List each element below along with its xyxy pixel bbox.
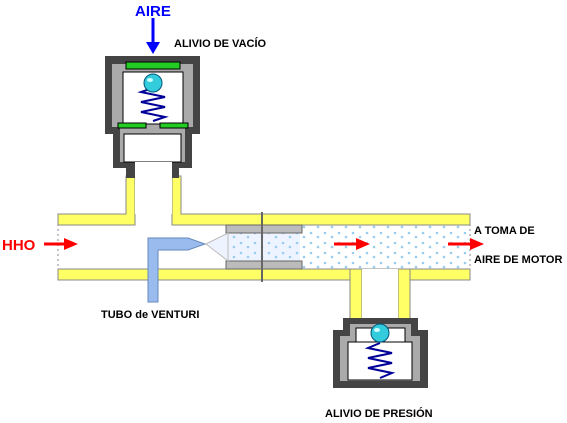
- vacuum-relief-label: ALIVIO DE VACÍO: [174, 37, 267, 50]
- venturi-tube: [147, 237, 207, 303]
- air-inlet-arrow-icon: [146, 18, 160, 54]
- outlet-label-line2: AIRE DE MOTOR: [474, 254, 562, 266]
- outlet-label-line1: A TOMA DE: [474, 225, 535, 237]
- pressure-relief-label: ALIVIO DE PRESIÓN: [325, 407, 433, 420]
- flow-arrow-icon: [334, 238, 370, 250]
- top-seat: [125, 61, 181, 70]
- mixing-chamber: [205, 212, 470, 282]
- hho-label: HHO: [2, 237, 36, 254]
- air-label: AIRE: [135, 3, 171, 20]
- venturi-tube-label: TUBO de VENTURI: [101, 309, 199, 321]
- check-ball-icon: [143, 73, 163, 93]
- check-ball-icon: [370, 323, 390, 343]
- outlet-arrow-icon: [448, 238, 484, 250]
- vacuum-relief-valve: [105, 56, 200, 214]
- spring-icon: [364, 342, 396, 379]
- spring-icon: [137, 87, 169, 122]
- pressure-relief-valve: [333, 318, 428, 388]
- hho-inlet-arrow-icon: [44, 238, 78, 250]
